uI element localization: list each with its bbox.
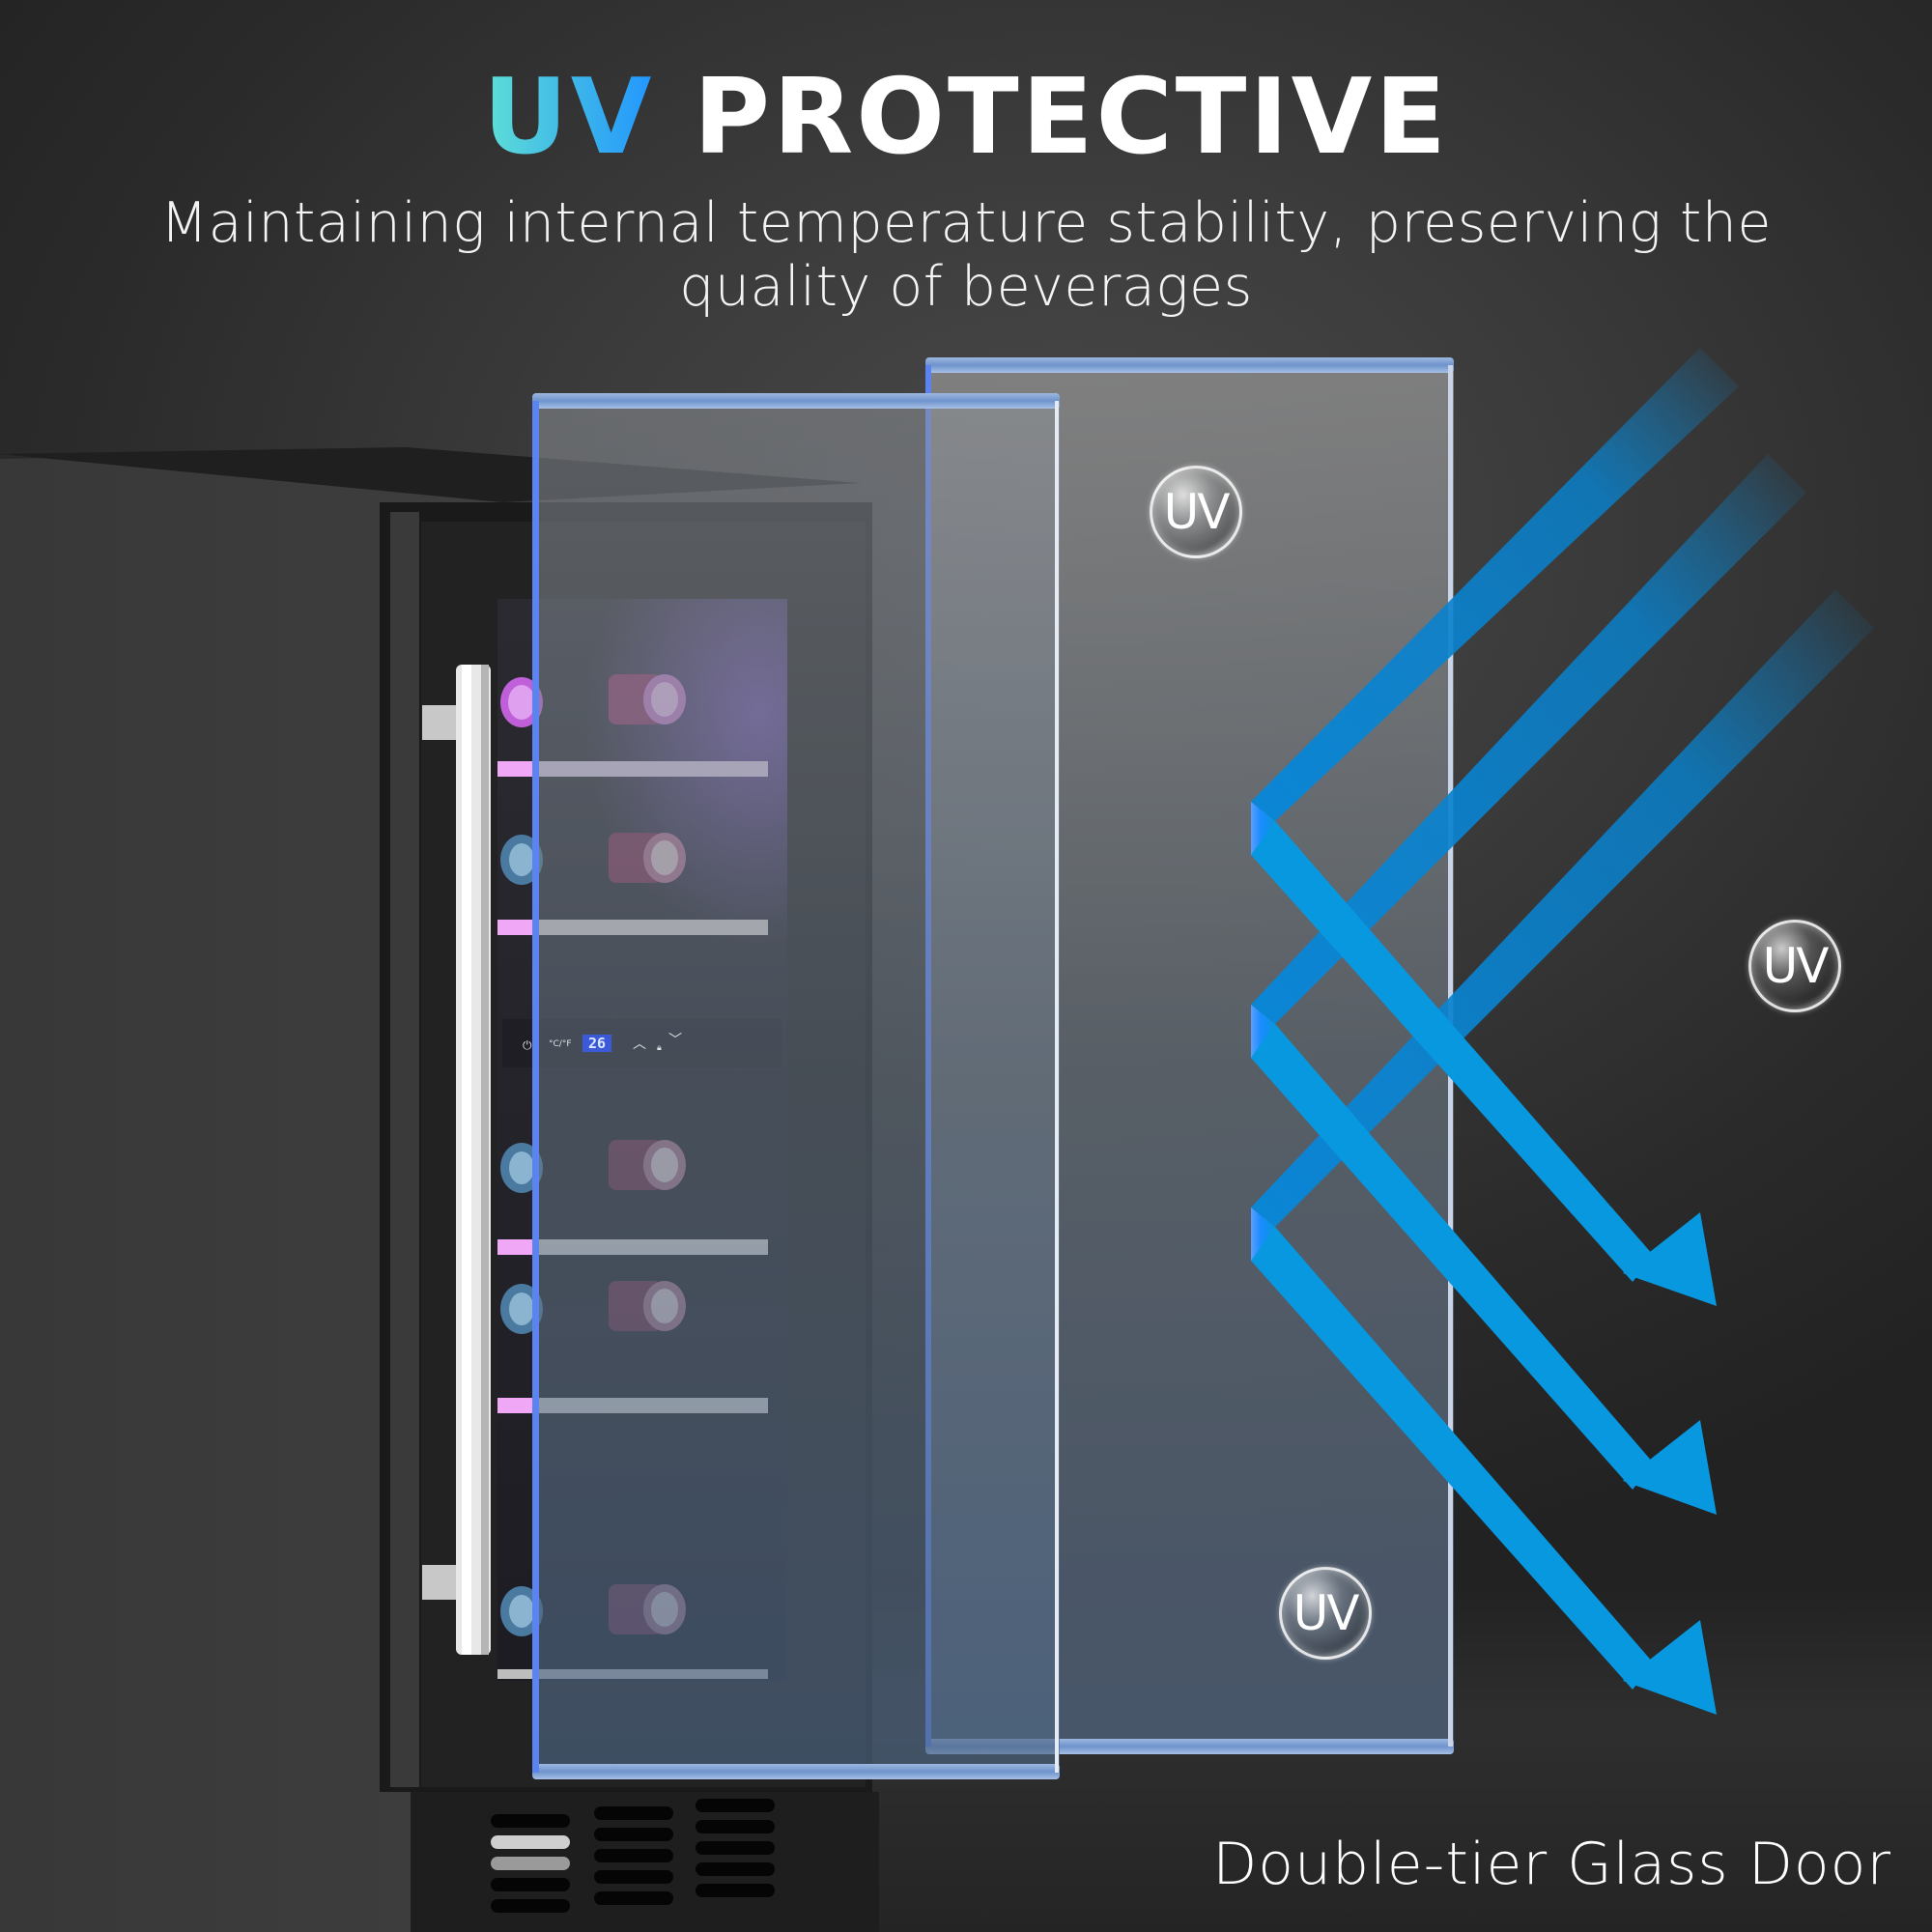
uv-badge-bottom: UV xyxy=(1279,1567,1372,1660)
feature-caption: Double-tier Glass Door xyxy=(1212,1831,1891,1898)
power-icon[interactable]: ⏻ xyxy=(523,1038,532,1052)
temperature-display: 26 xyxy=(582,1035,611,1052)
front-glass-panel xyxy=(532,393,1060,1779)
vent-grille xyxy=(491,1799,775,1913)
uv-reflection-arrows xyxy=(1251,348,1874,1715)
subtitle: Maintaining internal temperature stabili… xyxy=(159,191,1772,319)
chevron-up-icon[interactable]: ︿ xyxy=(633,1037,646,1052)
uv-badge-top: UV xyxy=(1150,466,1242,558)
lock-icon[interactable]: 🔒︎ xyxy=(657,1043,662,1053)
chevron-down-icon[interactable]: ﹀ xyxy=(668,1033,682,1048)
headline-accent: UV xyxy=(483,57,655,178)
door-handle[interactable] xyxy=(422,665,491,1655)
headline-rest: PROTECTIVE xyxy=(693,57,1449,178)
uv-badge-right: UV xyxy=(1748,920,1841,1012)
headline: UV PROTECTIVE xyxy=(0,60,1932,176)
unit-toggle-button[interactable]: °C/°F xyxy=(549,1039,572,1049)
